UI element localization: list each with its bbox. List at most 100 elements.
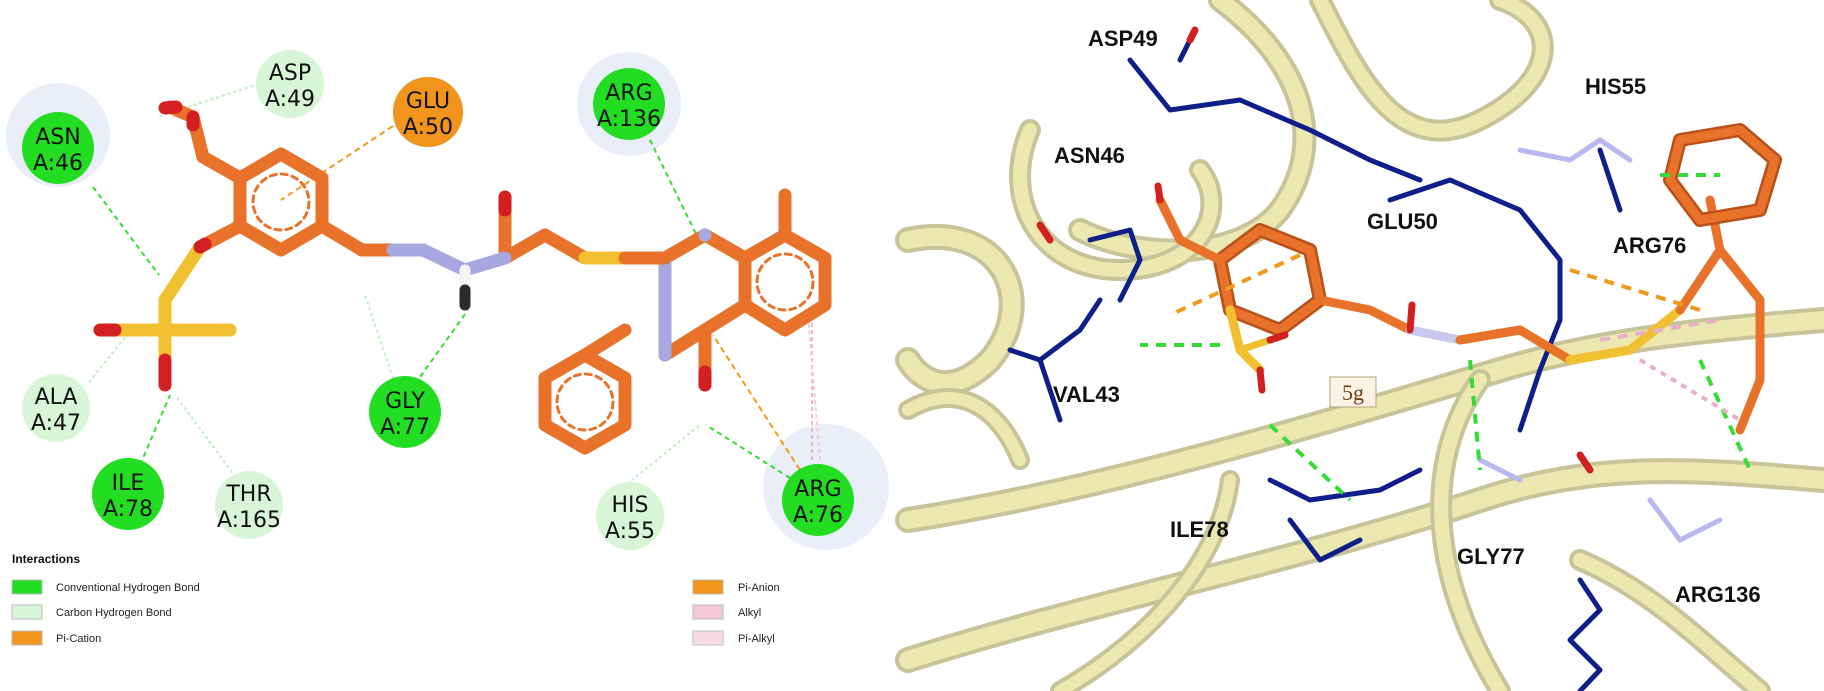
hbond-asn46	[92, 186, 160, 276]
residue-gly77: GLY A:77	[369, 376, 441, 448]
legend-swatch	[11, 630, 43, 646]
legend-label: Pi-Anion	[738, 582, 780, 594]
legend-item-conventional-hb: Conventional Hydrogen Bond	[11, 579, 200, 595]
residue-sticks	[1007, 37, 1623, 691]
methoxy	[163, 100, 247, 185]
legend-swatch	[11, 604, 43, 620]
nh	[458, 251, 512, 277]
residue-number: A:77	[380, 415, 430, 440]
ligand-name: 5g	[1342, 380, 1364, 405]
protein-ribbons	[895, 0, 1824, 691]
residue-number: A:76	[793, 503, 843, 528]
label-his55: HIS55	[1585, 74, 1646, 99]
ligand-2d	[93, 100, 832, 455]
residue-number: A:46	[33, 151, 83, 176]
sulfonate-s	[158, 240, 207, 307]
legend-label: Conventional Hydrogen Bond	[56, 582, 200, 594]
legend-label: Pi-Cation	[56, 633, 101, 645]
residue-name: ASN	[35, 125, 80, 150]
residue-name: THR	[225, 482, 271, 507]
legend-title: Interactions	[12, 552, 80, 566]
ligand-label: 5g	[1329, 376, 1377, 408]
ile78-sticks	[1267, 467, 1423, 503]
legend-item-pi-anion: Pi-Anion	[692, 579, 780, 595]
label-asn46: ASN46	[1054, 143, 1125, 168]
pi-anion-arg76	[712, 334, 801, 471]
legend-item-alkyl: Alkyl	[692, 604, 761, 620]
residue-asp49: ASP A:49	[256, 50, 324, 118]
label-arg136: ARG136	[1675, 582, 1761, 607]
residue-number: A:136	[597, 107, 661, 132]
asn46-sticks	[1087, 227, 1143, 303]
legend-swatch	[692, 579, 724, 595]
chbond-thr165	[174, 394, 244, 488]
chbond-his55	[621, 424, 701, 489]
pi-cation-glu50	[280, 125, 394, 201]
residue-arg136: ARG A:136	[593, 68, 665, 140]
residue-name: ARG	[794, 477, 841, 502]
hbond-arg136	[649, 139, 701, 243]
legend-swatch	[692, 630, 724, 646]
arg136-sticks	[1567, 577, 1603, 691]
chbond-ala47	[88, 333, 129, 383]
hbond-ile78	[139, 394, 171, 466]
label-val43: VAL43	[1053, 382, 1120, 407]
his55-sticks	[1597, 147, 1623, 213]
residue-name: ILE	[112, 471, 145, 496]
residue-ala47: ALA A:47	[22, 374, 90, 442]
legend-item-pi-cation: Pi-Cation	[11, 630, 101, 646]
legend-swatch	[692, 604, 724, 620]
val43-sticks	[1037, 297, 1103, 423]
label-ile78: ILE78	[1170, 517, 1229, 542]
residue-name: GLU	[406, 89, 450, 114]
residue-asn46: ASN A:46	[22, 112, 94, 184]
interaction-lines-3d	[1140, 173, 1752, 502]
arg76-backbone	[1387, 177, 1563, 433]
legend-label: Pi-Alkyl	[738, 633, 775, 645]
ring-q-left	[658, 228, 752, 337]
aromatic-ring-a	[251, 172, 311, 232]
interaction-diagram-2d: ASP A:49 GLU A:50 ASN A:46 ARG A:136 ALA	[6, 50, 889, 646]
residue-number: A:165	[217, 508, 281, 533]
n-phenyl-bond	[578, 323, 632, 362]
residue-number: A:49	[265, 87, 315, 112]
ring-phenyl	[538, 348, 632, 455]
residue-number: A:50	[403, 115, 453, 140]
c4-c	[658, 323, 712, 362]
legend-item-pi-alkyl: Pi-Alkyl	[692, 630, 775, 646]
carbonyl-c	[498, 228, 552, 265]
ring-imine-bond	[315, 219, 369, 257]
chbond-gly77-c	[364, 294, 396, 385]
hbond-gly77	[414, 309, 469, 385]
legend-label: Carbon Hydrogen Bond	[56, 607, 172, 619]
asp49-backbone	[1127, 57, 1423, 183]
residue-arg76: ARG A:76	[782, 464, 854, 536]
interaction-legend: Interactions Conventional Hydrogen Bond …	[11, 552, 780, 646]
residue-name: ALA	[35, 385, 78, 410]
residue-thr165: THR A:165	[215, 471, 283, 539]
label-asp49: ASP49	[1088, 26, 1158, 51]
residue-name: GLY	[385, 389, 425, 414]
residue-name: ARG	[605, 81, 652, 106]
n2	[416, 243, 472, 277]
hbond-arg76	[705, 424, 791, 479]
residue-name: HIS	[612, 493, 649, 518]
residue-number: A:78	[103, 497, 153, 522]
residue-number: A:55	[605, 519, 655, 544]
label-glu50: GLU50	[1367, 209, 1438, 234]
binding-pose-3d: ASP49 HIS55 ASN46 GLU50 ARG76 VAL43 5g I…	[895, 0, 1824, 691]
oxygen	[158, 100, 183, 115]
legend-label: Alkyl	[738, 607, 761, 619]
residue-labels-3d: ASP49 HIS55 ASN46 GLU50 ARG76 VAL43 5g I…	[1053, 26, 1761, 607]
legend-swatch	[11, 579, 43, 595]
label-gly77: GLY77	[1457, 544, 1525, 569]
label-arg76: ARG76	[1613, 233, 1686, 258]
ch2	[538, 228, 592, 265]
residue-name: ASP	[269, 61, 311, 86]
residue-number: A:47	[31, 411, 81, 436]
aromatic-ring-q	[755, 252, 815, 312]
residue-his55: HIS A:55	[596, 482, 664, 550]
pi-alkyl-arg76	[807, 314, 821, 461]
residue-ile78: ILE A:78	[92, 458, 164, 530]
